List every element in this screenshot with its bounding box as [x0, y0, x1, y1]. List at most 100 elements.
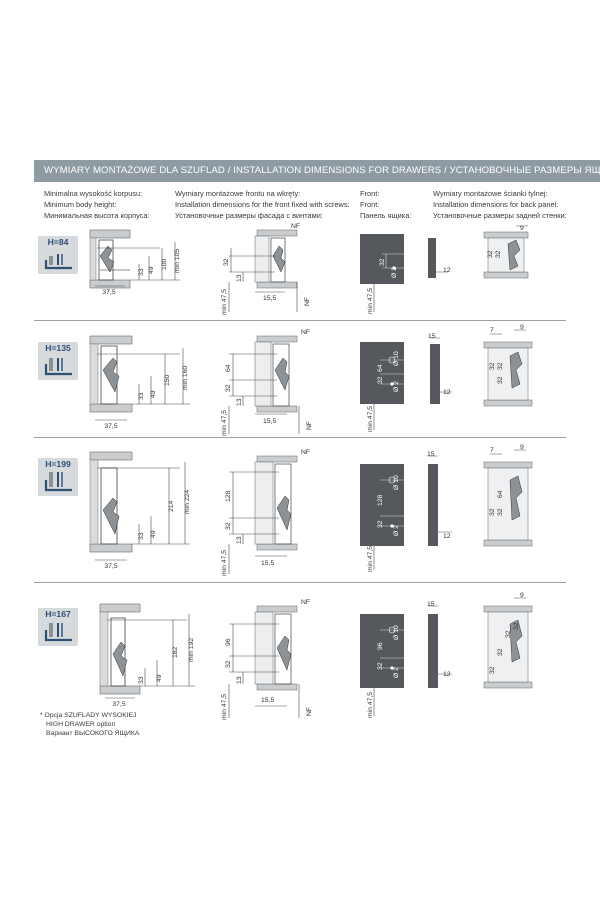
back-drawing-2: 7 9 32 32 32: [483, 324, 533, 407]
body-drawing-2: 37,5 33 49 150 min 160: [89, 335, 190, 430]
dim-label: min 224: [184, 490, 191, 514]
dim-label: 9: [520, 225, 524, 232]
footnote-line: * Opcja SZUFLADY WYSOKIEJ: [40, 712, 137, 719]
header-line: Installation dimensions for the front fi…: [175, 200, 350, 209]
dim-label: 49: [150, 530, 157, 538]
dim-label: 49: [148, 266, 155, 274]
dim-label: 12: [443, 533, 451, 540]
header-back-panel: Wymiary montażowe ścianki tylnej: Instal…: [433, 188, 567, 221]
row-divider: [34, 582, 566, 583]
dim-label: 32: [497, 362, 504, 370]
dim-label: Ø 2: [391, 267, 398, 278]
panel-drawing-1: 32 Ø 2 min 47,5: [360, 234, 448, 314]
dim-label: 33: [138, 532, 145, 540]
panel-drawing-2: 64 32 Ø 10 Ø 2 min 47,5: [360, 337, 452, 432]
dim-label: NF: [304, 297, 311, 306]
dim-label: 96: [377, 642, 384, 650]
dim-label: 32: [223, 258, 230, 266]
dim-label: 32: [513, 622, 520, 630]
dim-label: Ø 10: [393, 351, 400, 366]
dim-label: 37,5: [104, 423, 117, 430]
dim-label: 12: [443, 267, 451, 274]
dim-label: 214: [168, 500, 175, 512]
dim-label: NF: [301, 599, 310, 606]
header-front: Front: Front: Панель ящика:: [360, 188, 411, 221]
footnote-line: HIGH DRAWER option: [46, 721, 116, 728]
dim-label: min 47,5: [367, 288, 374, 314]
height-badge-84: H=84: [38, 236, 78, 274]
dim-label: 150: [164, 374, 171, 386]
dim-label: 9: [520, 324, 524, 331]
dim-label: 15: [427, 601, 435, 608]
dim-label: 12: [443, 389, 451, 396]
dim-label: 37,5: [112, 701, 125, 708]
dim-label: 37,5: [102, 289, 115, 296]
dim-label: 33: [138, 268, 145, 276]
header-line: Minimum body height:: [44, 200, 117, 209]
header-line: Wymiary montażowe frontu na wkręty:: [175, 189, 301, 198]
dim-label: Ø 2: [393, 667, 400, 678]
front-drawing-3: NF 128 32 13 min 47,5 15,5: [221, 449, 310, 576]
section-banner: WYMIARY MONTAŻOWE DLA SZUFLAD / INSTALLA…: [34, 160, 600, 182]
dim-label: 182: [172, 646, 179, 658]
dim-label: 96: [225, 638, 232, 646]
dim-label: 64: [225, 364, 232, 372]
dim-label: 33: [138, 392, 145, 400]
side-dim-2b: 12: [443, 389, 451, 396]
body-drawing-4: 37,5 33 49 182 min 192: [99, 603, 195, 708]
body-drawing-3: 37,5 33 49 214 min 224: [89, 451, 191, 570]
height-label: H=135: [45, 343, 71, 353]
side-dim-4a: 15: [427, 601, 435, 608]
side-dim-3a: 15: [427, 451, 435, 458]
dim-label: Ø 10: [393, 625, 400, 640]
dim-label: min 47,5: [367, 546, 374, 572]
dim-label: min 192: [188, 638, 195, 662]
dim-label: min 47,5: [221, 289, 228, 315]
dim-label: 32: [495, 250, 502, 258]
dim-label: Ø 2: [393, 381, 400, 392]
front-drawing-2: NF 64 32 13 min 47,5 15,5 NF: [221, 329, 313, 436]
header-line: Installation dimensions for back panel:: [433, 200, 559, 209]
dim-label: NF: [306, 707, 313, 716]
dim-label: 32: [379, 258, 386, 266]
dim-label: 9: [520, 444, 524, 451]
dim-label: 64: [497, 490, 504, 498]
dim-label: 15: [427, 451, 435, 458]
side-dim-1: 12: [443, 267, 451, 274]
dim-label: 32: [489, 362, 496, 370]
dim-label: min 47,5: [221, 550, 228, 576]
dim-label: 13: [236, 676, 243, 684]
footnote: * Opcja SZUFLADY WYSOKIEJ HIGH DRAWER op…: [40, 711, 139, 738]
dim-label: 32: [377, 376, 384, 384]
dim-label: min 105: [174, 249, 181, 273]
drawer-icon: [44, 472, 72, 492]
dim-label: 32: [497, 508, 504, 516]
dim-label: 12: [443, 671, 451, 678]
dim-label: 32: [497, 376, 504, 384]
dim-label: min 47,5: [367, 406, 374, 432]
dim-label: 37,5: [104, 563, 117, 570]
height-badge-167: H=167: [38, 608, 78, 646]
header-body-height: Minimalna wysokość korpusu: Minimum body…: [44, 188, 150, 221]
dim-label: NF: [301, 329, 310, 336]
dim-label: 49: [150, 390, 157, 398]
dim-label: 32: [377, 662, 384, 670]
height-label: H=84: [47, 237, 69, 247]
dim-label: 15,5: [261, 560, 274, 567]
dim-label: 15,5: [261, 697, 274, 704]
dim-label: 32: [225, 522, 232, 530]
row-divider: [34, 437, 566, 438]
back-drawing-4: 9 32 32 32 32: [483, 592, 533, 689]
dim-label: min 160: [182, 366, 189, 390]
dim-label: 100: [161, 258, 168, 270]
dim-label: 32: [489, 666, 496, 674]
dim-label: 32: [487, 250, 494, 258]
dim-label: 9: [520, 592, 524, 599]
header-line: Front:: [360, 200, 380, 209]
dim-label: NF: [291, 223, 300, 230]
dim-label: min 47,5: [367, 692, 374, 718]
dim-label: 13: [236, 274, 243, 282]
front-drawing-1: NF 32 13 min 47,5 15,5 NF: [221, 223, 311, 315]
dim-label: NF: [301, 449, 310, 456]
back-drawing-3: 7 9 32 32 64: [483, 444, 533, 547]
